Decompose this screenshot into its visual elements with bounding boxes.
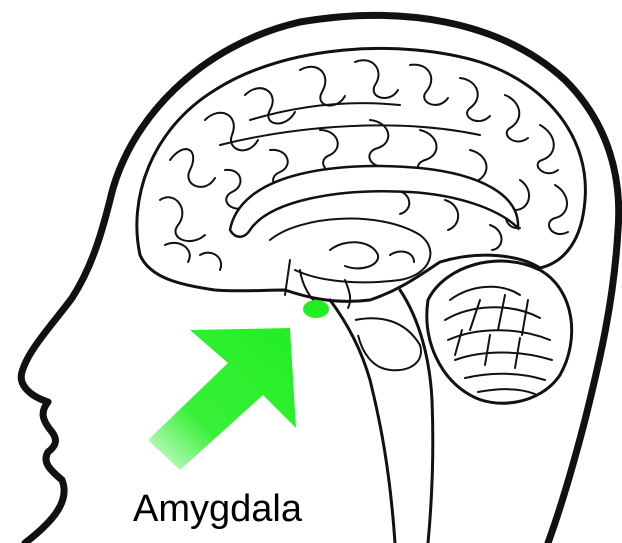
amygdala-highlight <box>303 300 329 318</box>
pointer-arrow <box>148 328 296 470</box>
brainstem <box>330 290 433 543</box>
cerebellum-outline <box>427 261 572 403</box>
amygdala-label: Amygdala <box>133 490 302 528</box>
